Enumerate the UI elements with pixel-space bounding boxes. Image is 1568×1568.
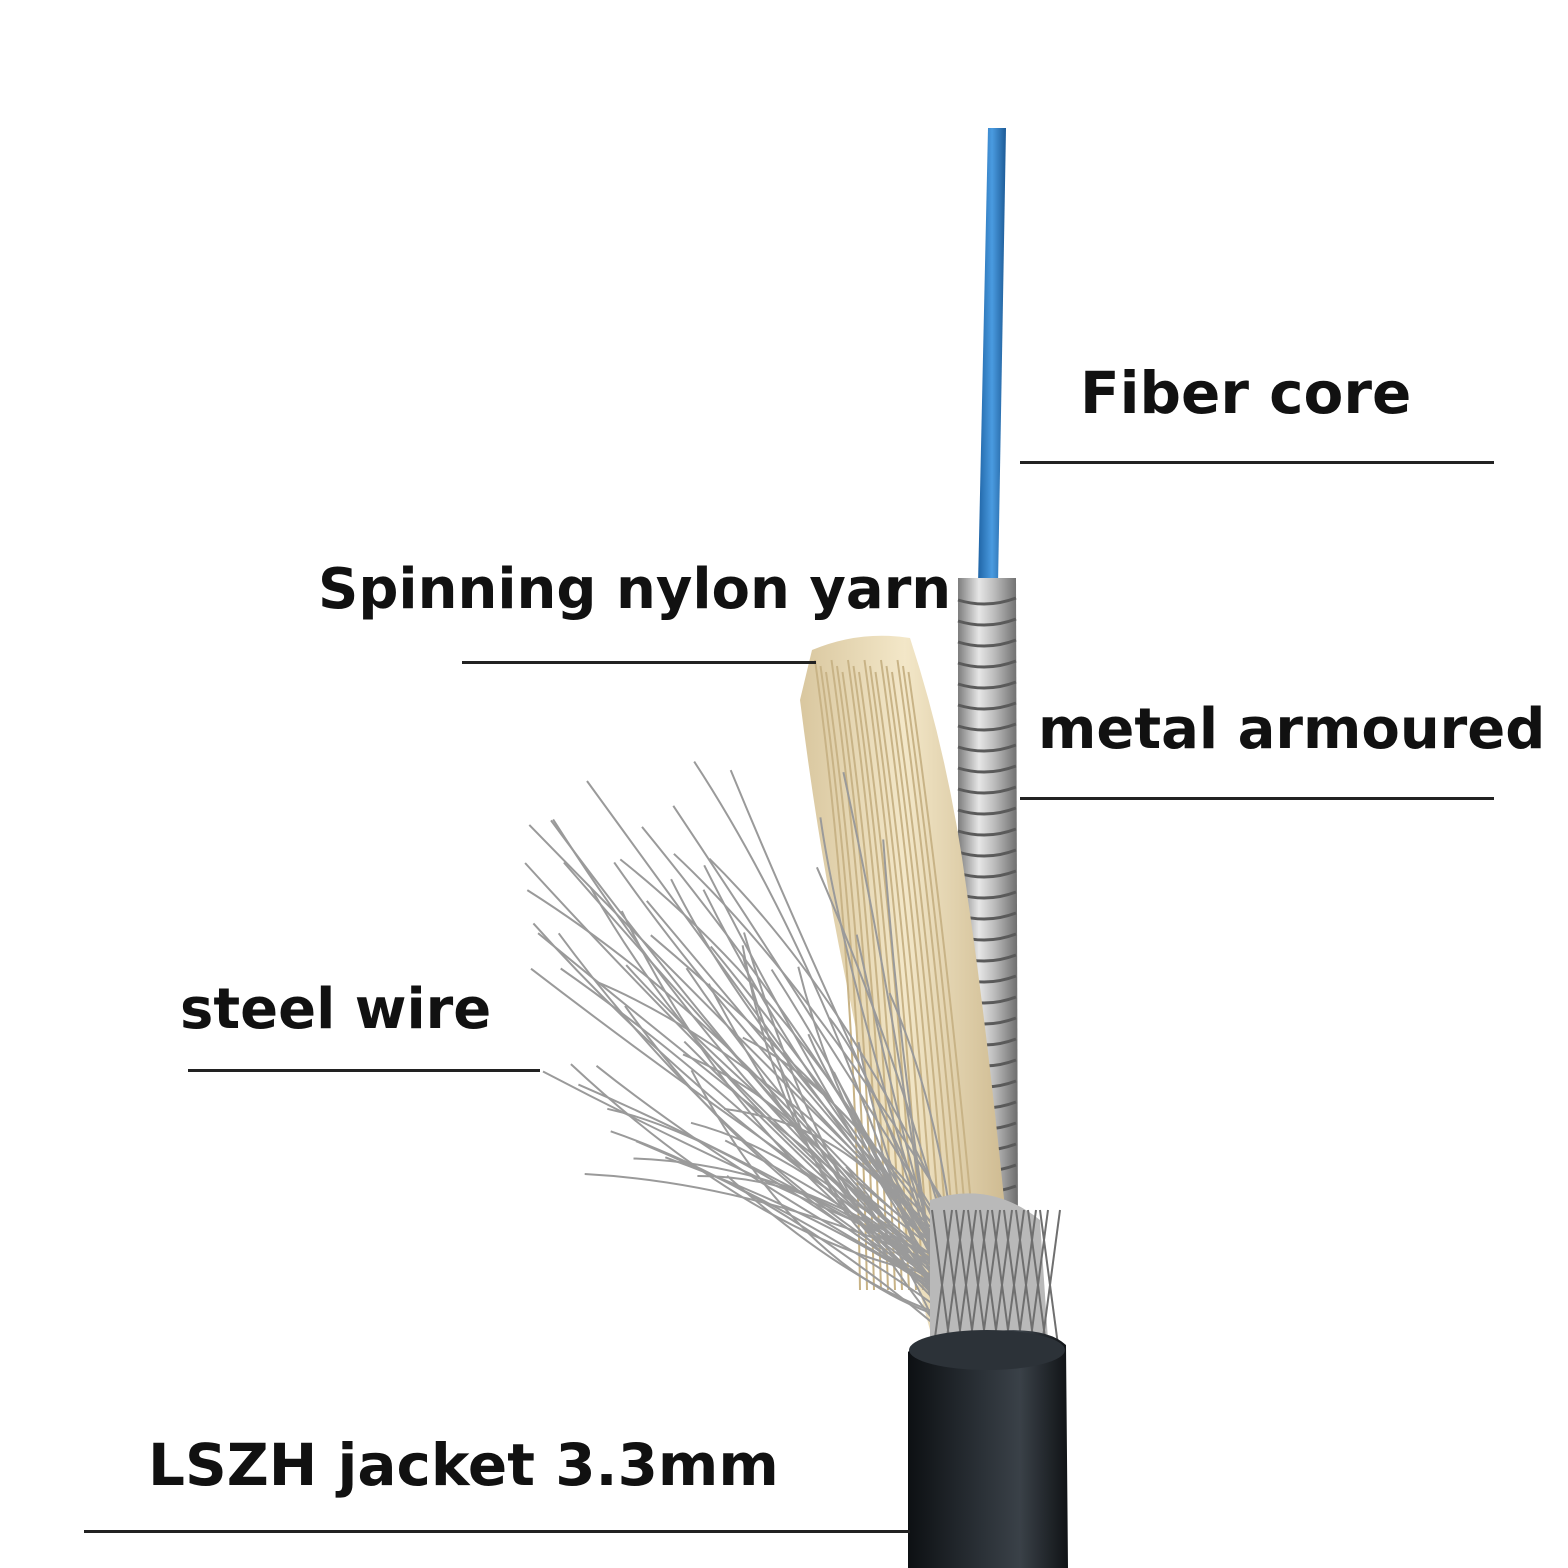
steel-strand bbox=[697, 1174, 934, 1287]
armour-ring bbox=[957, 764, 1017, 774]
armour-ring bbox=[957, 848, 1017, 858]
armour-ring bbox=[957, 743, 1017, 753]
steel-strand bbox=[703, 864, 936, 1272]
armour-ring bbox=[957, 680, 1017, 690]
nylon-strand bbox=[885, 665, 952, 1291]
steel-strand bbox=[530, 967, 975, 1284]
steel-strand bbox=[672, 805, 969, 1267]
leader-line-fiber-core bbox=[1020, 461, 1494, 464]
steel-wire-strands bbox=[524, 761, 989, 1329]
label-nylon-yarn: Spinning nylon yarn bbox=[318, 557, 952, 622]
steel-strand bbox=[570, 1063, 936, 1276]
steel-strand bbox=[673, 853, 985, 1268]
steel-strand bbox=[707, 983, 934, 1279]
armour-ring bbox=[957, 806, 1017, 816]
armour-ring bbox=[957, 617, 1017, 627]
armour-ring bbox=[957, 785, 1017, 795]
fiber-core bbox=[978, 128, 1006, 585]
armour-ring bbox=[957, 638, 1017, 648]
steel-braid bbox=[930, 1193, 1061, 1367]
label-metal-armoured: metal armoured bbox=[1038, 697, 1546, 762]
leader-line-steel-wire bbox=[188, 1069, 540, 1072]
armour-ring bbox=[957, 659, 1017, 669]
armour-ring bbox=[957, 701, 1017, 711]
steel-strand bbox=[682, 1053, 932, 1316]
steel-strand bbox=[537, 932, 958, 1268]
armour-ring bbox=[957, 827, 1017, 837]
nylon-strand bbox=[836, 665, 889, 1291]
steel-strand bbox=[702, 889, 959, 1272]
steel-strand bbox=[557, 932, 938, 1284]
label-lszh-jacket: LSZH jacket 3.3mm bbox=[148, 1431, 779, 1499]
steel-strand bbox=[613, 861, 985, 1285]
steel-strand bbox=[560, 967, 959, 1322]
armour-ring bbox=[957, 596, 1017, 606]
steel-strand bbox=[550, 819, 937, 1286]
steel-strand bbox=[741, 945, 931, 1287]
steel-strand bbox=[670, 878, 977, 1266]
steel-strand bbox=[635, 1140, 945, 1313]
steel-strand bbox=[693, 761, 931, 1295]
braid-line bbox=[931, 1209, 953, 1361]
leader-line-metal-armoured bbox=[1020, 797, 1494, 800]
nylon-strand bbox=[874, 671, 938, 1291]
armour-ring bbox=[957, 722, 1017, 732]
steel-strand bbox=[524, 862, 972, 1311]
steel-strand bbox=[819, 817, 945, 1282]
leader-line-lszh-jacket bbox=[84, 1530, 910, 1533]
steel-strand bbox=[708, 857, 971, 1266]
label-steel-wire: steel wire bbox=[180, 977, 492, 1042]
label-fiber-core: Fiber core bbox=[1080, 359, 1412, 427]
leader-line-nylon-yarn bbox=[462, 661, 816, 664]
lszh-jacket bbox=[908, 1330, 1068, 1568]
steel-strand bbox=[595, 1065, 978, 1310]
